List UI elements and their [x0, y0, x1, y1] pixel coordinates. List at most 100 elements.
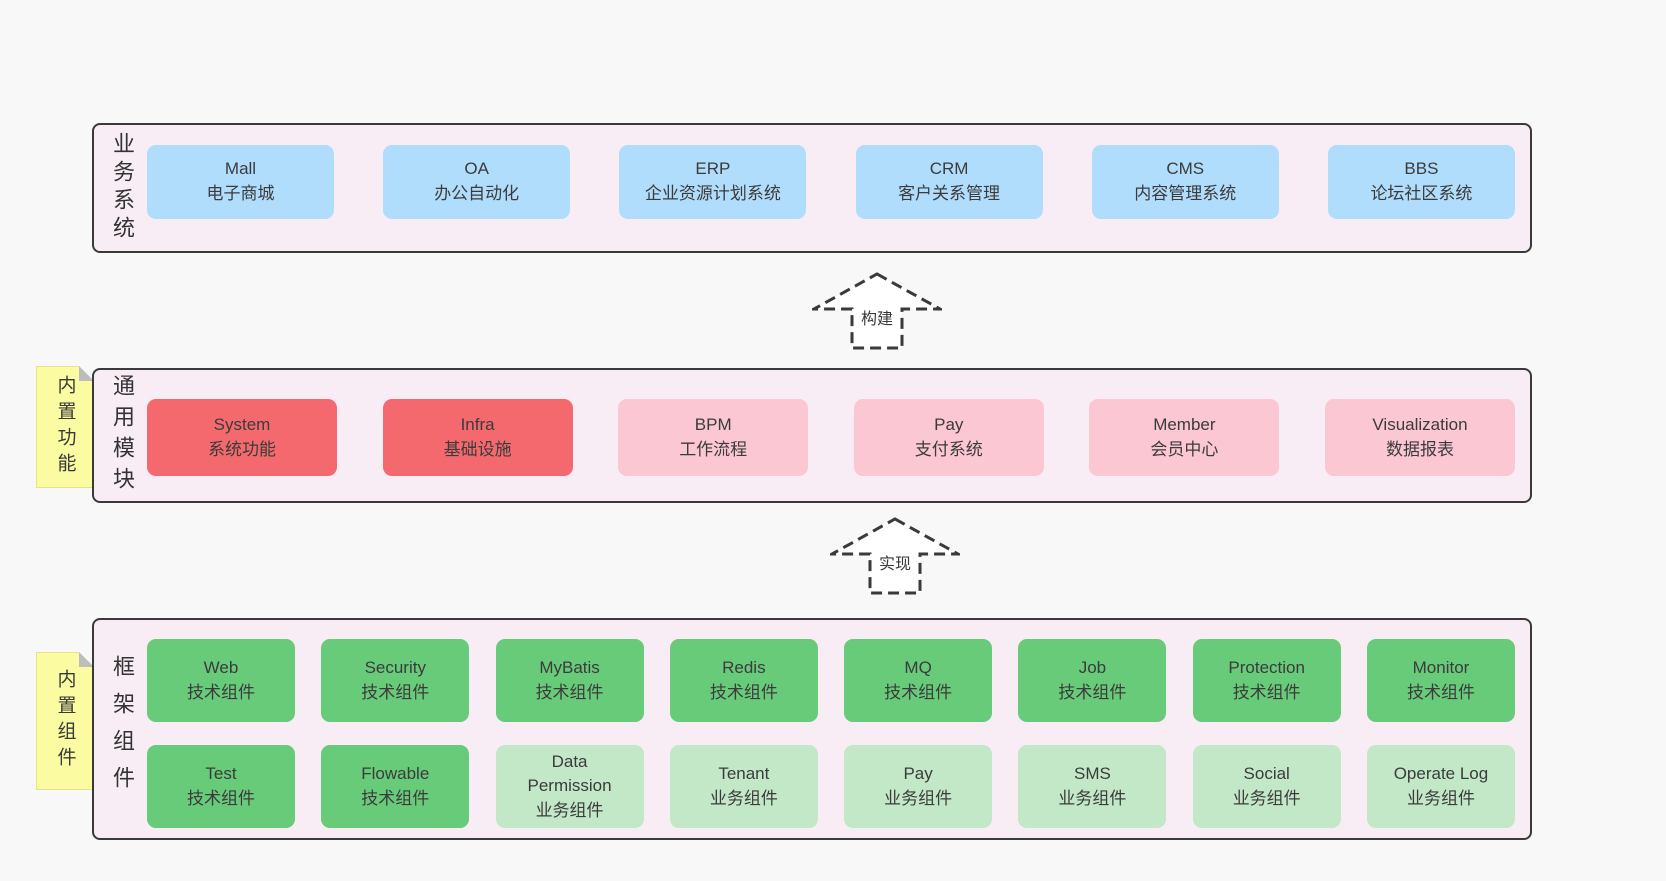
box-title: CRM: [929, 159, 969, 179]
box-subtitle: 业务组件: [884, 788, 953, 808]
box-subtitle: 技术组件: [187, 788, 255, 808]
box-subtitle: 业务组件: [1406, 788, 1475, 808]
box-subtitle: 技术组件: [361, 682, 430, 702]
box-subtitle: 支付系统: [914, 439, 983, 459]
box-oa: OA 办公自动化: [383, 145, 571, 219]
build-arrow-icon: 构建: [808, 272, 946, 352]
framework-components-layer: 框架组件 Web 技术组件 Security 技术组件 MyBatis 技术组件…: [92, 618, 1532, 840]
implement-arrow-label: 实现: [879, 555, 911, 573]
box-security: Security 技术组件: [321, 639, 470, 722]
box-web: Web 技术组件: [147, 639, 295, 722]
box-subtitle: 办公自动化: [434, 184, 520, 203]
box-subtitle: 电子商城: [206, 184, 275, 203]
box-title: BPM: [694, 414, 732, 434]
box-subtitle: 技术组件: [1058, 682, 1127, 702]
box-subtitle: 数据报表: [1385, 439, 1454, 459]
box-title: System: [213, 414, 271, 434]
box-title: Data Permission: [527, 751, 612, 796]
box-title: Test: [205, 763, 237, 783]
framework-components-label: 框架组件: [110, 655, 135, 803]
common-modules-row: System 系统功能 Infra 基础设施 BPM 工作流程 Pay 支付系统…: [147, 399, 1515, 476]
box-pay: Pay 支付系统: [853, 399, 1044, 476]
box-pay-biz: Pay 业务组件: [844, 745, 993, 828]
box-subtitle: 论坛社区系统: [1370, 184, 1473, 203]
box-title: Security: [364, 657, 426, 677]
box-mq: MQ 技术组件: [844, 639, 993, 722]
box-mall: Mall 电子商城: [147, 145, 334, 219]
box-subtitle: 基础设施: [443, 439, 512, 459]
box-flowable: Flowable 技术组件: [321, 745, 470, 828]
box-title: Member: [1153, 414, 1216, 434]
box-subtitle: 业务组件: [535, 800, 604, 820]
common-modules-label: 通用模块: [110, 373, 135, 498]
build-arrow-label: 构建: [861, 310, 893, 328]
box-title: SMS: [1073, 763, 1111, 783]
box-title: CMS: [1166, 159, 1205, 179]
builtin-features-tab-label: 内置功能: [54, 375, 76, 479]
box-subtitle: 业务组件: [709, 788, 778, 808]
box-subtitle: 会员中心: [1150, 439, 1219, 459]
box-subtitle: 工作流程: [679, 439, 748, 459]
box-bpm: BPM 工作流程: [618, 399, 809, 476]
builtin-features-tab: 内置功能: [36, 366, 94, 488]
box-title: Pay: [934, 414, 964, 434]
box-crm: CRM 客户关系管理: [855, 145, 1043, 219]
box-subtitle: 系统功能: [208, 439, 276, 459]
framework-components-row-1: Web 技术组件 Security 技术组件 MyBatis 技术组件 Redi…: [147, 639, 1515, 722]
box-subtitle: 技术组件: [361, 788, 430, 808]
box-title: Visualization: [1372, 414, 1468, 434]
box-data-permission: Data Permission 业务组件: [495, 745, 644, 828]
box-subtitle: 客户关系管理: [898, 184, 1001, 203]
box-redis: Redis 技术组件: [669, 639, 818, 722]
business-systems-layer: 业务系统 Mall 电子商城 OA 办公自动化 ERP 企业资源计划系统 CRM…: [92, 123, 1532, 253]
box-title: MQ: [904, 657, 932, 677]
box-subtitle: 技术组件: [884, 682, 953, 702]
box-subtitle: 业务组件: [1058, 788, 1127, 808]
box-bbs: BBS 论坛社区系统: [1327, 145, 1515, 219]
box-title: MyBatis: [539, 657, 600, 677]
box-subtitle: 技术组件: [1232, 682, 1301, 702]
builtin-components-tab-label: 内置组件: [54, 669, 76, 773]
box-test: Test 技术组件: [147, 745, 295, 828]
box-title: Monitor: [1412, 657, 1470, 677]
box-sms: SMS 业务组件: [1018, 745, 1167, 828]
implement-arrow-icon: 实现: [826, 517, 964, 597]
box-cms: CMS 内容管理系统: [1091, 145, 1279, 219]
box-subtitle: 内容管理系统: [1134, 184, 1237, 203]
common-modules-layer: 通用模块 System 系统功能 Infra 基础设施 BPM 工作流程 Pay…: [92, 368, 1532, 503]
box-title: OA: [464, 159, 489, 179]
box-title: Protection: [1228, 657, 1305, 677]
box-title: Infra: [460, 414, 495, 434]
box-operate-log: Operate Log 业务组件: [1366, 745, 1515, 828]
box-title: Flowable: [361, 763, 430, 783]
box-tenant: Tenant 业务组件: [669, 745, 818, 828]
box-title: Operate Log: [1393, 763, 1489, 783]
box-title: Web: [203, 657, 239, 677]
business-systems-label: 业务系统: [110, 132, 135, 244]
box-title: BBS: [1404, 159, 1439, 179]
box-subtitle: 技术组件: [709, 682, 778, 702]
business-systems-row: Mall 电子商城 OA 办公自动化 ERP 企业资源计划系统 CRM 客户关系…: [147, 145, 1515, 219]
builtin-components-tab: 内置组件: [36, 652, 94, 790]
box-title: Job: [1078, 657, 1107, 677]
box-title: Social: [1243, 763, 1290, 783]
box-title: Redis: [722, 657, 766, 677]
box-subtitle: 企业资源计划系统: [644, 184, 781, 203]
box-erp: ERP 企业资源计划系统: [619, 145, 807, 219]
box-mybatis: MyBatis 技术组件: [495, 639, 644, 722]
box-subtitle: 技术组件: [1406, 682, 1475, 702]
box-title: Mall: [224, 159, 257, 179]
box-job: Job 技术组件: [1018, 639, 1167, 722]
box-member: Member 会员中心: [1089, 399, 1280, 476]
framework-components-row-2: Test 技术组件 Flowable 技术组件 Data Permission …: [147, 745, 1515, 828]
box-system: System 系统功能: [147, 399, 337, 476]
box-visualization: Visualization 数据报表: [1324, 399, 1515, 476]
box-subtitle: 技术组件: [187, 682, 255, 702]
box-title: Tenant: [718, 763, 770, 783]
box-title: ERP: [695, 159, 731, 179]
box-title: Pay: [903, 763, 933, 783]
box-subtitle: 业务组件: [1232, 788, 1301, 808]
box-social: Social 业务组件: [1192, 745, 1341, 828]
box-subtitle: 技术组件: [535, 682, 604, 702]
